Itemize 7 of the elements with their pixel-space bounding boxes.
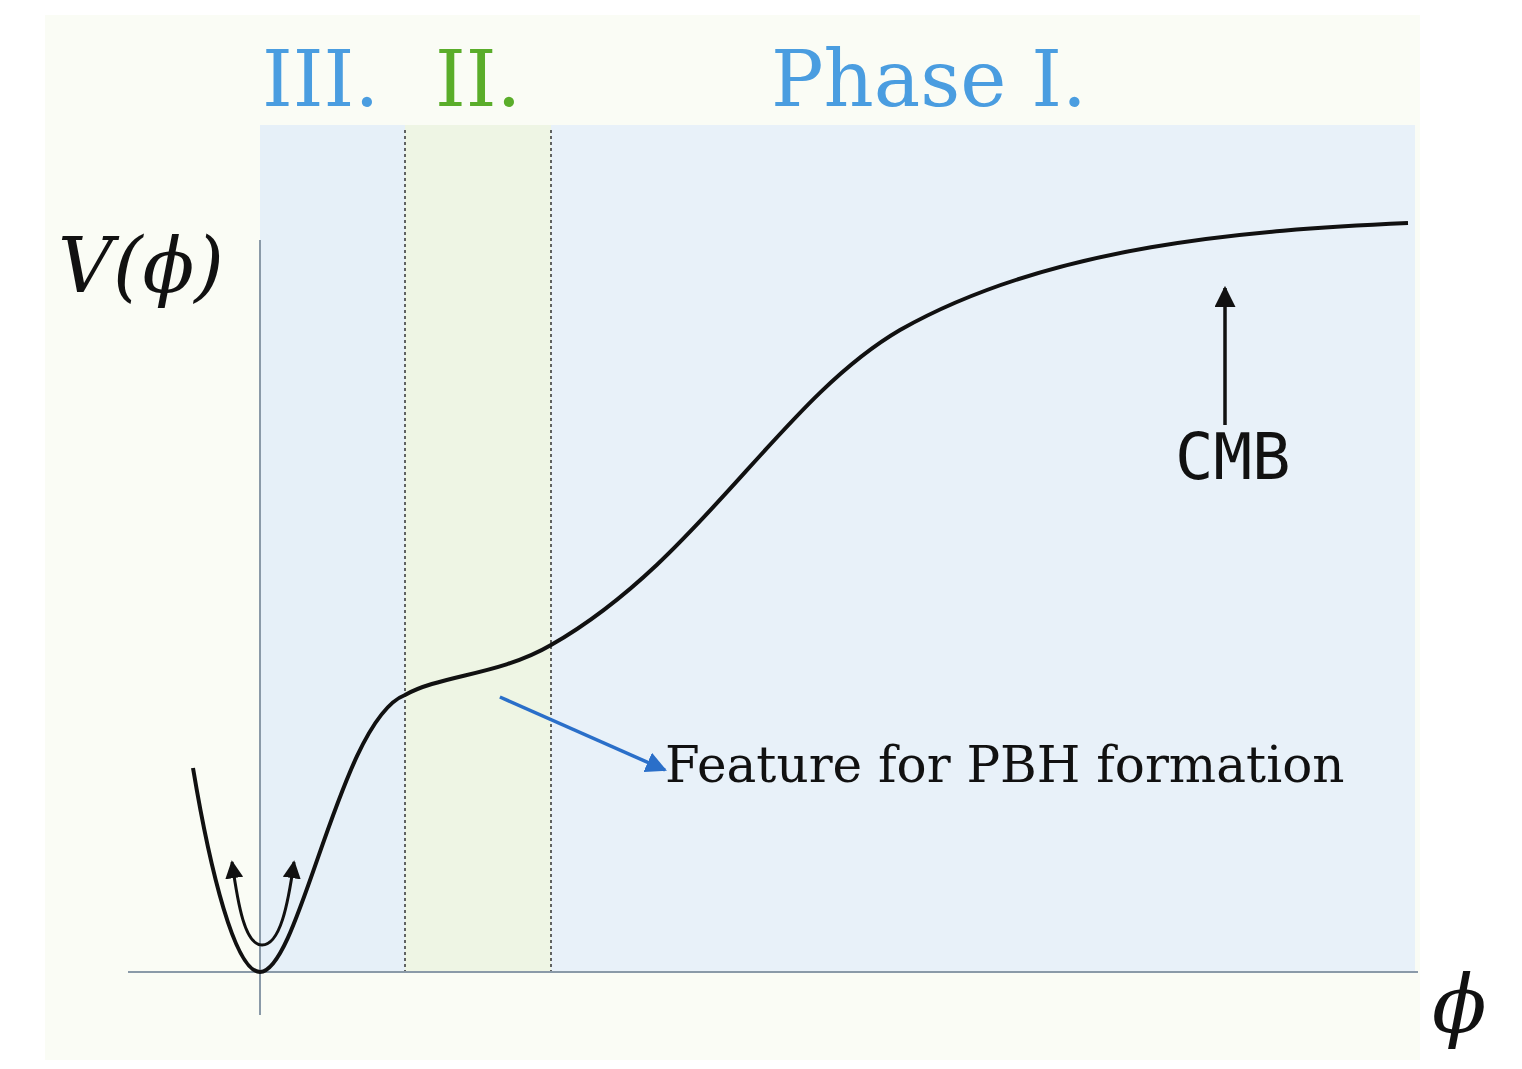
phase-heading: III. <box>262 40 380 118</box>
leader-arrow <box>1214 285 1236 425</box>
phase-heading: II. <box>435 40 522 118</box>
annotation-label: Feature for PBH formation <box>665 740 1345 790</box>
annotation-label: CMB <box>1175 425 1291 489</box>
phase-heading: Phase I. <box>771 40 1087 118</box>
leader-arrow <box>499 695 667 772</box>
